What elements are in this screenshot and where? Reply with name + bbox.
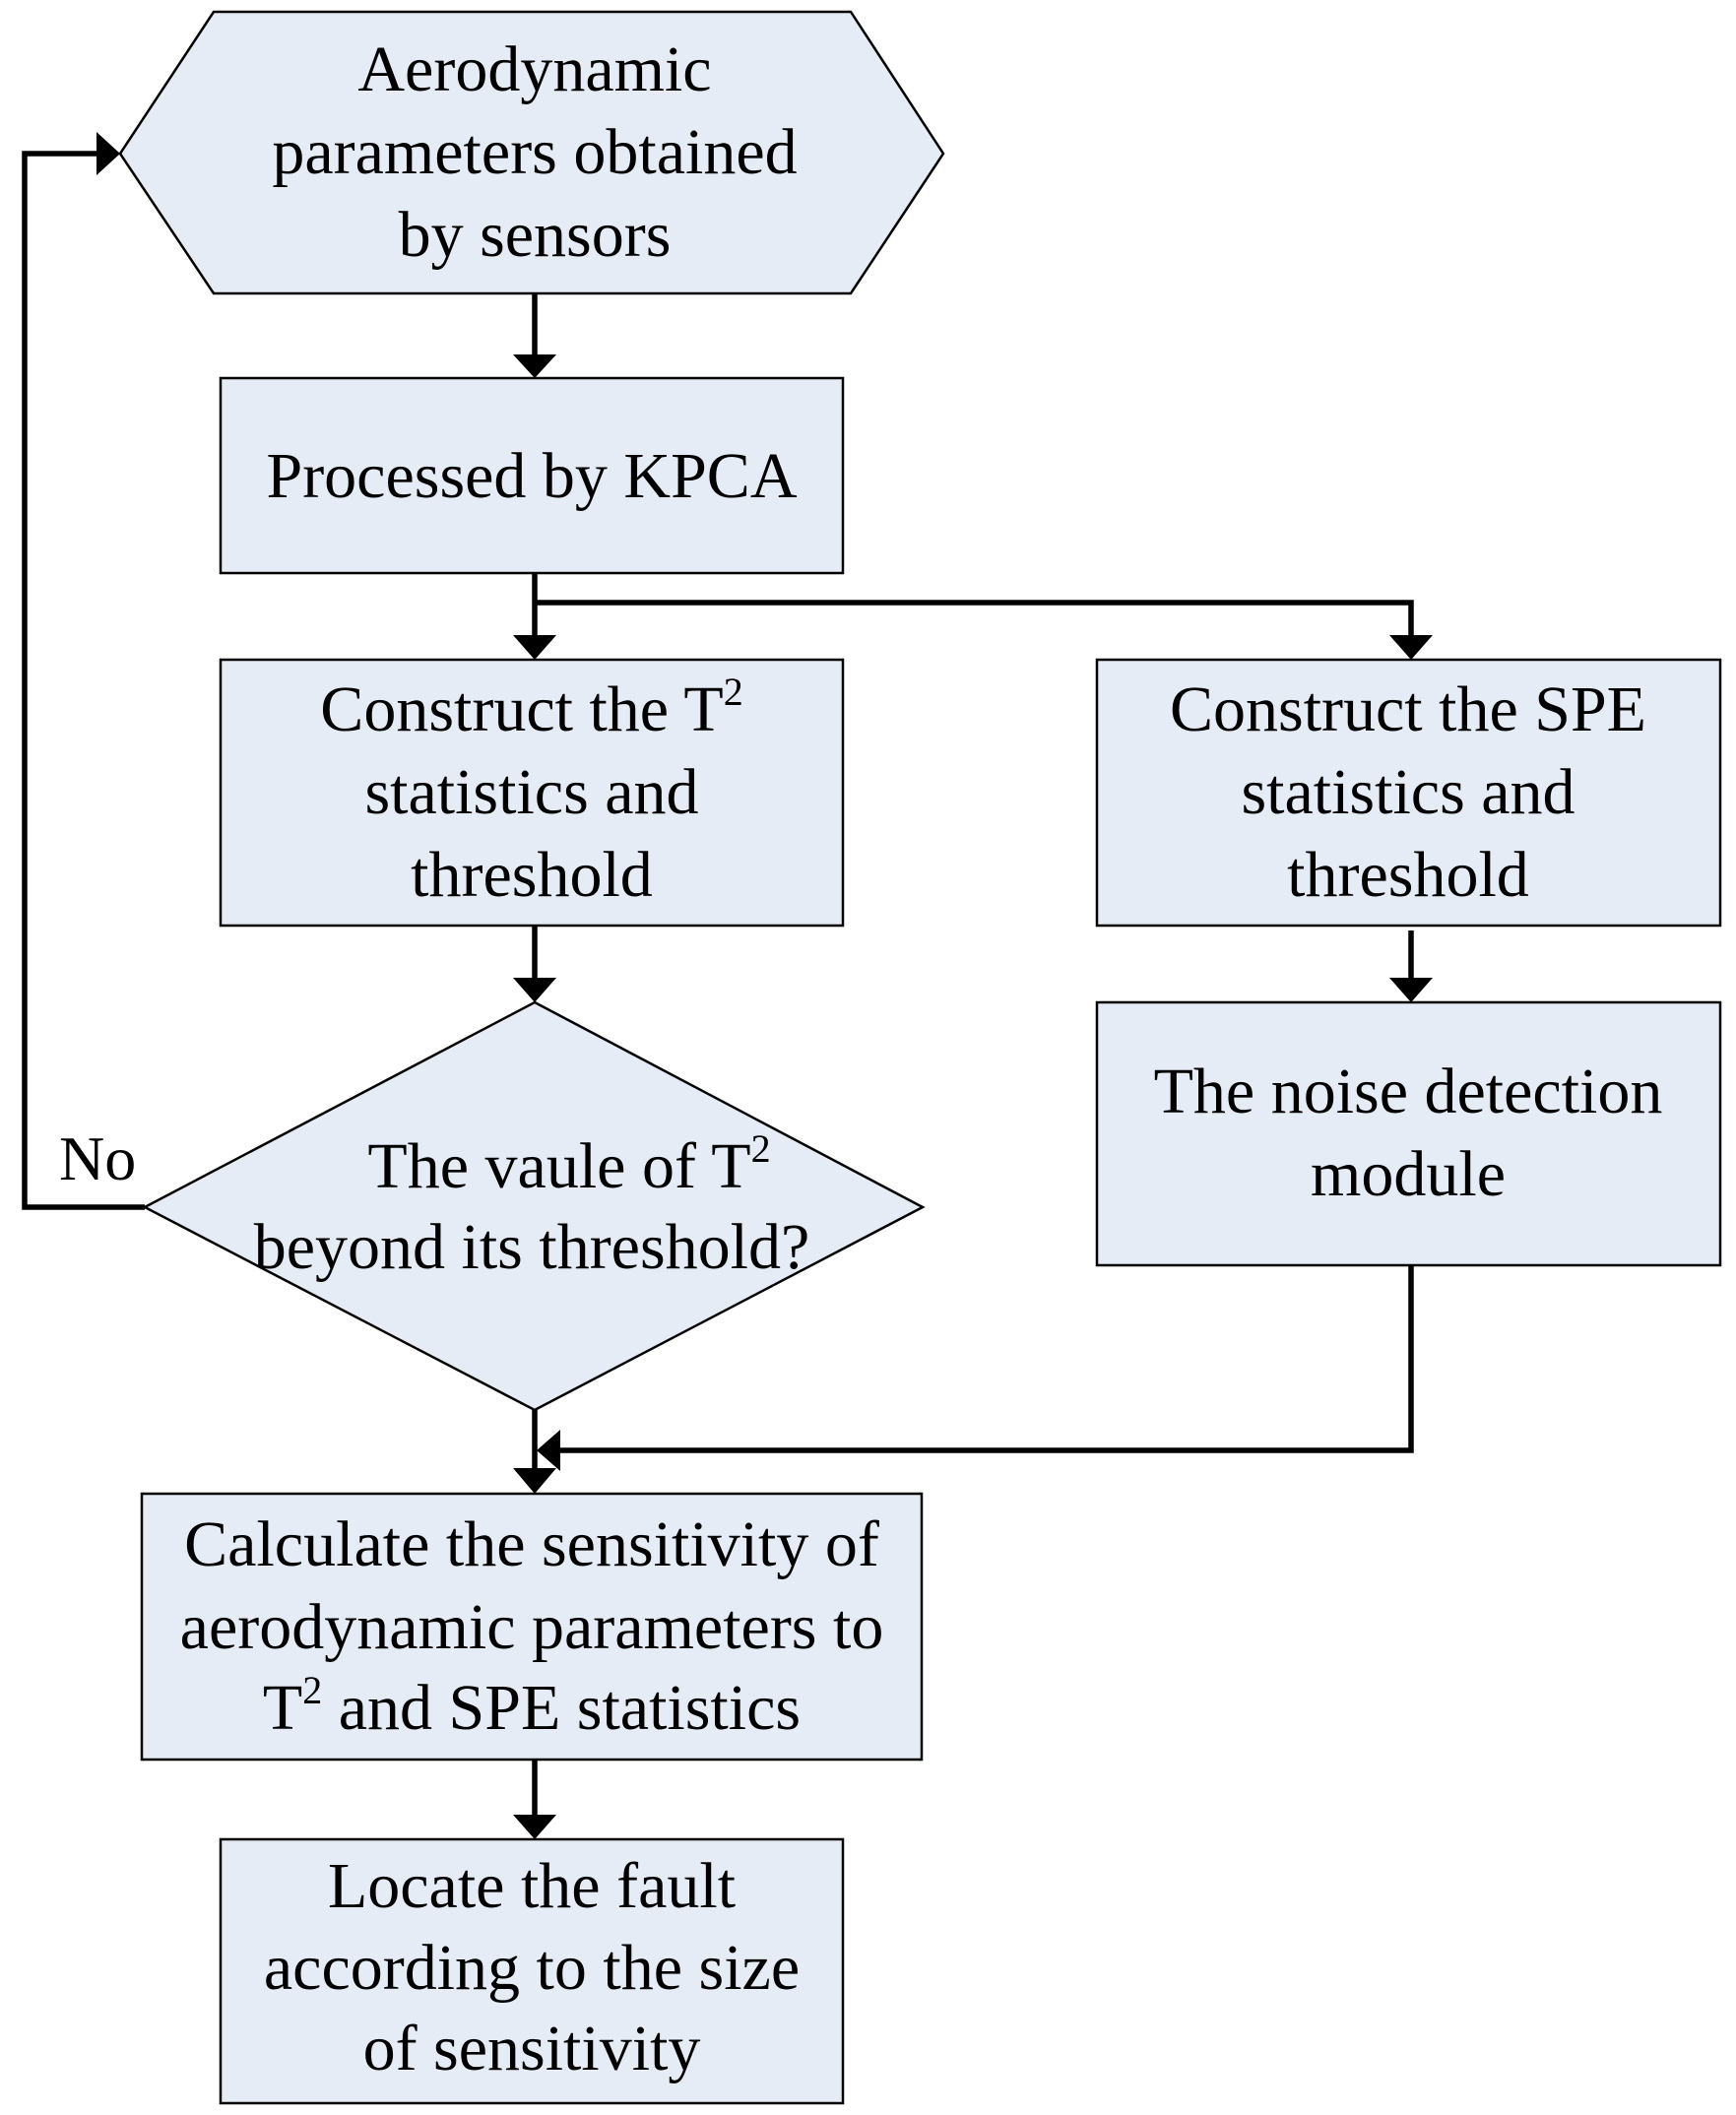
arrowhead-kpca-to-spe: [1389, 635, 1433, 660]
arrowhead-start-to-kpca: [513, 354, 556, 378]
diamond-shape: [142, 1000, 926, 1412]
calc-line-3-t: T: [263, 1672, 302, 1744]
start-line-3: by sensors: [399, 199, 672, 271]
calc-line-1: Calculate the sensitivity of: [184, 1508, 879, 1580]
process-box: [1095, 658, 1722, 928]
arrowhead-no-loop: [96, 132, 120, 175]
arrowhead-calc-to-locate: [513, 1815, 556, 1839]
node-spe: Construct the SPE statistics and thresho…: [1095, 658, 1722, 928]
t2-line-1-text: Construct the T: [320, 673, 723, 745]
process-box: [1095, 1000, 1722, 1267]
node-decision: The vaule of T2 beyond its threshold?: [142, 1000, 926, 1412]
process-box: [219, 1837, 845, 2105]
arrowhead-kpca-to-t2: [513, 635, 556, 660]
node-calc: Calculate the sensitivity of aerodynamic…: [140, 1492, 924, 1762]
calc-line-3: T2 and SPE statistics: [263, 1668, 801, 1744]
node-t2: Construct the T2 statistics and threshol…: [219, 658, 845, 928]
hexagon-shape: [118, 10, 945, 295]
connectors: [22, 132, 1433, 1839]
calc-line-3-rest: and SPE statistics: [322, 1672, 801, 1744]
spe-line-2: statistics and: [1241, 756, 1575, 828]
calc-superscript: 2: [302, 1668, 322, 1712]
t2-line-1: Construct the T2: [320, 670, 742, 745]
edge-noise-to-calc: [553, 1265, 1414, 1453]
noise-line-1: The noise detection: [1154, 1056, 1663, 1127]
spe-line-1: Construct the SPE: [1170, 673, 1646, 745]
locate-line-2: according to the size: [264, 1932, 800, 2004]
arrowhead-noise-to-merge: [537, 1430, 560, 1471]
t2-line-2: statistics and: [364, 756, 698, 828]
arrowhead-t2-to-decision: [513, 978, 556, 1002]
arrowhead-spe-to-noise: [1389, 978, 1433, 1002]
spe-line-3: threshold: [1287, 839, 1529, 911]
process-box: [140, 1492, 924, 1762]
arrowhead-decision-to-calc: [513, 1468, 556, 1494]
node-noise: The noise detection module: [1095, 1000, 1722, 1267]
locate-line-3: of sensitivity: [363, 2013, 701, 2084]
edge-kpca-to-spe: [535, 600, 1414, 637]
decision-line-1-text: The vaule of T: [367, 1130, 750, 1202]
decision-line-1: The vaule of T2: [367, 1126, 770, 1202]
calc-line-2: aerodynamic parameters to: [180, 1591, 884, 1663]
start-line-2: parameters obtained: [272, 116, 797, 188]
t2-superscript: 2: [724, 670, 743, 714]
process-box: [219, 658, 845, 928]
node-start: Aerodynamic parameters obtained by senso…: [118, 10, 945, 295]
t2-line-3: threshold: [411, 839, 653, 911]
locate-line-1: Locate the fault: [328, 1850, 736, 1922]
node-kpca: Processed by KPCA: [219, 376, 845, 575]
decision-line-2: beyond its threshold?: [254, 1211, 810, 1283]
process-box: [219, 376, 845, 575]
edge-decision-no-loop: [22, 151, 145, 1210]
start-line-1: Aerodynamic: [357, 33, 711, 105]
noise-line-2: module: [1311, 1138, 1506, 1210]
edge-label-no: No: [59, 1123, 136, 1193]
node-locate: Locate the fault according to the size o…: [219, 1837, 845, 2105]
kpca-label: Processed by KPCA: [267, 440, 798, 512]
decision-superscript: 2: [751, 1126, 771, 1171]
